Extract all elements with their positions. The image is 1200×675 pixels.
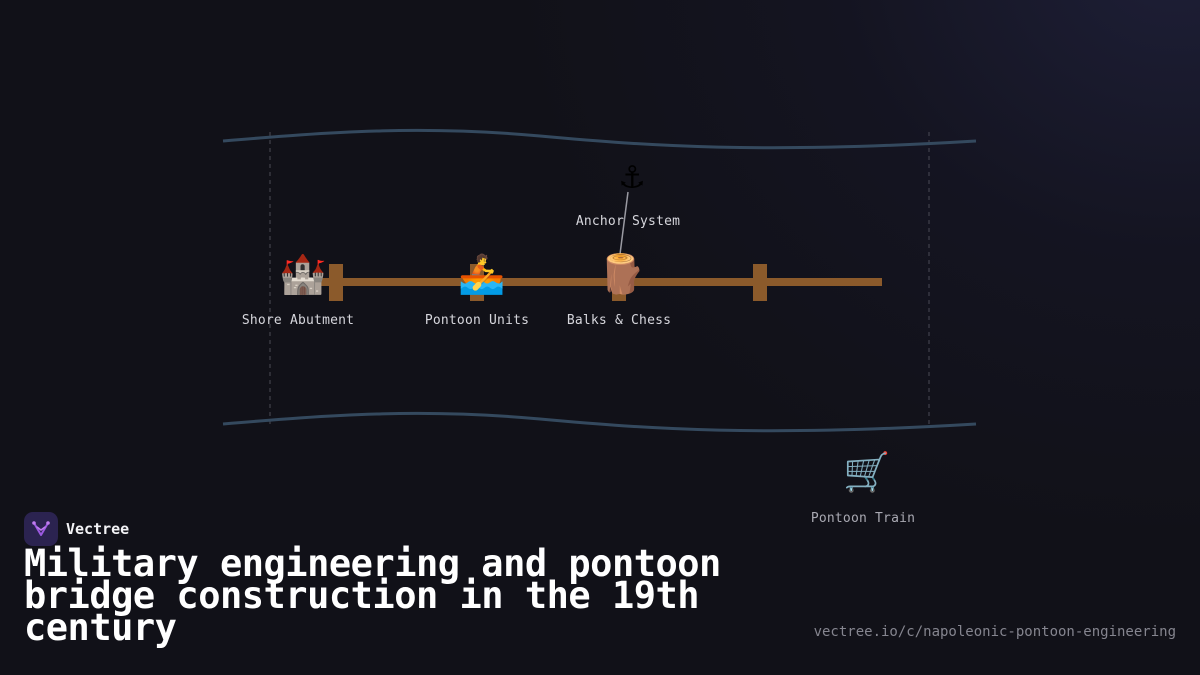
pontoon-units-label: Pontoon Units [424,313,530,328]
bridge-post-4 [753,264,767,301]
bridge-post-2 [470,264,484,301]
anchor-cable [618,191,629,263]
source-url[interactable]: vectree.io/c/napoleonic-pontoon-engineer… [813,624,1176,640]
anchor-icon: ⚓ [620,153,644,197]
page-title: Military engineering and pontoon bridge … [24,542,721,649]
shore-abutment-label: Shore Abutment [241,313,355,328]
rowboat-icon: 🚣 [458,252,506,296]
bridge-deck [316,278,882,286]
upper-riverbank [222,128,977,150]
balks-chess-label: Balks & Chess [566,313,672,328]
vectree-logo-icon [24,512,58,546]
brand-name: Vectree [66,520,130,538]
castle-icon: 🏰 [279,252,327,296]
wood-log-icon: 🪵 [598,252,646,296]
lower-riverbank [222,411,977,433]
bridge-post-1 [329,264,343,301]
bridge-post-3 [612,264,626,301]
brand: Vectree [24,512,129,546]
cart-icon: 🛒 [843,450,891,494]
anchor-system-label: Anchor System [575,214,681,229]
pontoon-train-label: Pontoon Train [810,511,916,526]
